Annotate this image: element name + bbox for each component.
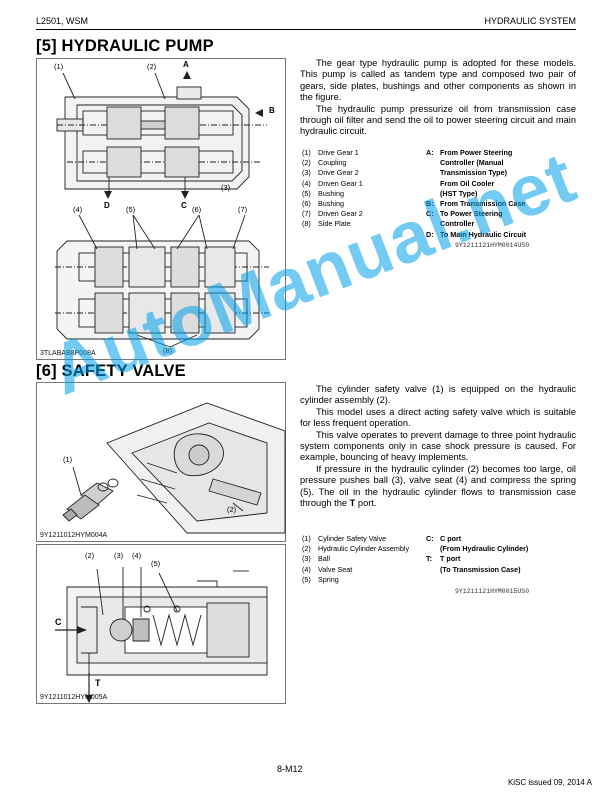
valve-sec-label-c: C — [55, 617, 62, 627]
pump-label-2: (2) — [147, 62, 157, 71]
valve-sec-label-5: (5) — [151, 559, 161, 568]
pump-label-8: (8) — [163, 346, 173, 355]
valve-paragraph-4: If pressure in the hydraulic cylinder (2… — [300, 463, 576, 509]
header-rule — [36, 29, 576, 30]
page-number: 8-M12 — [277, 764, 303, 774]
legend-row: (7)Driven Gear 2 — [302, 209, 363, 219]
pump-reference-code: 9Y1211121HYM0014US0 — [455, 242, 530, 249]
pump-figure-code: 3TLABAB8P008A — [40, 350, 96, 357]
safety-valve-description: The cylinder safety valve (1) is equippe… — [300, 384, 576, 509]
legend-row: Transmission Type) — [440, 168, 507, 178]
legend-row: D:To Main Hydraulic Circuit — [426, 229, 527, 239]
valve-ext-figure-code: 9Y1211012HYM004A — [40, 532, 108, 539]
valve-sec-figure-code: 9Y1211012HYM005A — [40, 694, 108, 701]
section-title-safety-valve: [6] SAFETY VALVE — [36, 362, 186, 380]
safety-valve-exterior-drawing — [62, 402, 286, 534]
legend-row: (5)Bushing — [302, 188, 344, 198]
legend-row: (2)Coupling — [302, 158, 347, 168]
legend-row: (1)Drive Gear 1 — [302, 148, 359, 157]
issue-info: KiSC issued 09, 2014 A — [507, 778, 592, 787]
legend-row: C:C port — [426, 534, 462, 543]
legend-row: (HST Type) — [440, 188, 478, 198]
pump-label-6: (6) — [192, 205, 202, 214]
valve-parts-legend: (1)Cylinder Safety Valve (2)Hydraulic Cy… — [302, 534, 426, 585]
pump-parts-legend: (1)Drive Gear 1 (2)Coupling (3)Drive Gea… — [302, 148, 424, 230]
valve-sec-label-3: (3) — [114, 551, 124, 560]
legend-row: (3)Drive Gear 2 — [302, 168, 359, 178]
valve-sec-label-t: T — [95, 678, 101, 688]
hydraulic-pump-drawing — [55, 71, 269, 348]
pump-label-5: (5) — [126, 205, 136, 214]
valve-paragraph-1: The cylinder safety valve (1) is equippe… — [300, 384, 576, 406]
legend-row: A:From Power Steering — [426, 148, 513, 157]
header-section: HYDRAULIC SYSTEM — [484, 16, 576, 26]
pump-paragraph-1: The gear type hydraulic pump is adopted … — [300, 58, 576, 103]
legend-row: From Oil Cooler — [440, 178, 495, 188]
legend-row: (2)Hydraulic Cylinder Assembly — [302, 544, 410, 554]
figure-safety-valve-section: (2) (3) (4) (5) C T 9Y1211012HYM005A — [36, 544, 286, 704]
legend-row: (5)Spring — [302, 574, 339, 584]
pump-label-1: (1) — [54, 62, 64, 71]
pump-label-d: D — [104, 201, 110, 210]
legend-row: (4)Driven Gear 1 — [302, 178, 363, 188]
pump-label-7: (7) — [238, 205, 248, 214]
pump-label-4: (4) — [73, 205, 83, 214]
valve-ext-label-2: (2) — [227, 505, 237, 514]
pump-label-3: (3) — [221, 183, 231, 192]
legend-row: (To Transmission Case) — [440, 564, 521, 574]
legend-row: (6)Bushing — [302, 199, 344, 209]
valve-paragraph-3: This valve operates to prevent damage to… — [300, 429, 576, 463]
figure-safety-valve-exterior: (1) (2) 9Y1211012HYM004A — [36, 382, 286, 542]
legend-row: Controller — [440, 219, 475, 229]
legend-row: (8)Side Plate — [302, 219, 351, 229]
pump-paragraph-2: The hydraulic pump pressurize oil from t… — [300, 103, 576, 137]
valve-paragraph-2: This model uses a direct acting safety v… — [300, 406, 576, 429]
legend-row: B:From Transmission Case — [426, 199, 526, 209]
safety-valve-section-drawing — [55, 567, 268, 703]
legend-row: (From Hydraulic Cylinder) — [440, 544, 529, 554]
pump-description: The gear type hydraulic pump is adopted … — [300, 58, 576, 138]
valve-sec-label-4: (4) — [132, 551, 142, 560]
pump-label-b: B — [269, 106, 275, 115]
valve-ports-legend: C:C port (From Hydraulic Cylinder) T:T p… — [426, 534, 576, 575]
pump-label-a: A — [183, 60, 189, 69]
legend-row: C:To Power Steering — [426, 209, 503, 219]
valve-reference-code: 9Y1211121HYM0015US0 — [455, 588, 530, 595]
legend-row: (4)Valve Seat — [302, 564, 353, 574]
pump-ports-legend: A:From Power Steering Controller (Manual… — [426, 148, 576, 240]
legend-row: Controller (Manual — [440, 158, 504, 168]
valve-sec-label-2: (2) — [85, 551, 95, 560]
header-model: L2501, WSM — [36, 16, 89, 26]
legend-row: (1)Cylinder Safety Valve — [302, 534, 387, 543]
figure-hydraulic-pump: (1) (2) A B (3) D C (4) (5) (6) (7) (8) … — [36, 58, 286, 360]
section-title-hydraulic-pump: [5] HYDRAULIC PUMP — [36, 37, 214, 55]
legend-row: (3)Ball — [302, 554, 330, 564]
valve-ext-label-1: (1) — [63, 455, 73, 464]
legend-row: T:T port — [426, 554, 461, 564]
pump-label-c: C — [181, 201, 187, 210]
